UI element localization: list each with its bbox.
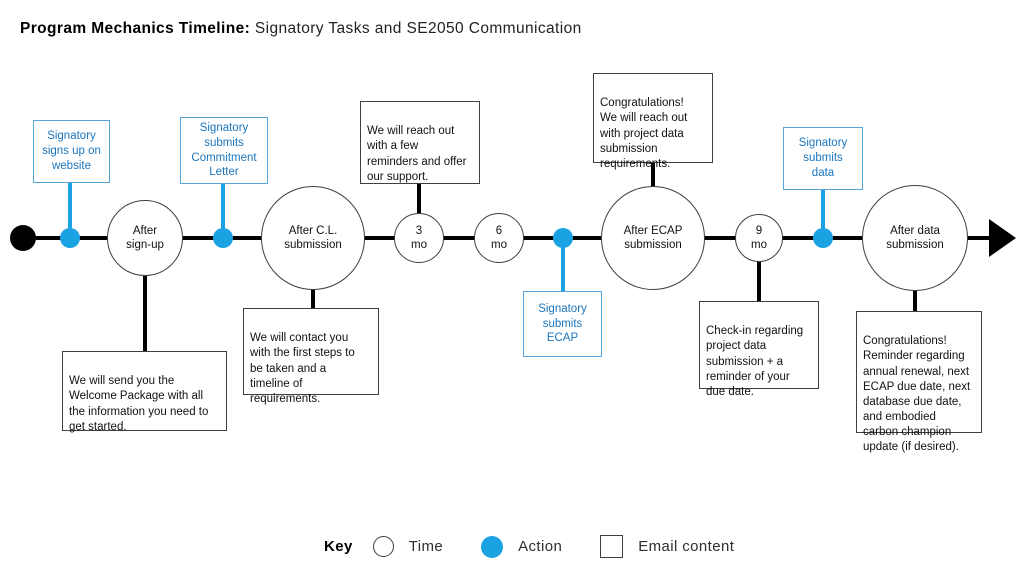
email-box-text: We will send you the Welcome Package wit… <box>69 375 209 433</box>
time-node-after-ecap-submission: After ECAP submission <box>601 186 705 290</box>
legend-time-label: Time <box>408 538 444 555</box>
email-box-welcome-package: We will send you the Welcome Package wit… <box>62 351 227 433</box>
timeline-arrowhead-icon <box>989 219 1016 257</box>
task-box-submits-ecap: Signatory submits ECAP <box>523 291 602 357</box>
task-box-text: Signatory signs up on website <box>42 130 101 172</box>
email-box-text: Congratulations! Reminder regarding annu… <box>863 335 971 454</box>
email-box-ecap-congrats: Congratulations! We will reach out with … <box>593 73 713 170</box>
time-node-label: After ECAP submission <box>623 224 683 251</box>
email-box-text: We will contact you with the first steps… <box>250 332 355 405</box>
connector-welcome-email <box>143 276 147 351</box>
task-box-text: Signatory submits ECAP <box>538 302 587 345</box>
connector-ecap-congrats-email <box>651 162 655 187</box>
task-box-submits-data: Signatory submits data <box>783 127 863 190</box>
time-node-9mo: 9 mo <box>735 214 783 262</box>
action-dot-ecap <box>553 228 573 248</box>
time-node-after-signup: After sign-up <box>107 200 183 276</box>
legend-email-label: Email content <box>638 538 735 555</box>
time-node-after-cl-submission: After C.L. submission <box>261 186 365 290</box>
connector-final-congrats-email <box>913 290 917 311</box>
connector-ecap-task <box>561 238 565 291</box>
action-dot-data <box>813 228 833 248</box>
time-node-label: After sign-up <box>126 224 164 251</box>
task-box-text: Signatory submits Commitment Letter <box>191 121 257 179</box>
task-box-signs-up-on-website: Signatory signs up on website <box>33 120 110 183</box>
email-box-text: Check-in regarding project data submissi… <box>706 325 804 398</box>
email-square-icon <box>600 535 624 558</box>
time-node-6mo: 6 mo <box>474 213 524 263</box>
email-box-checkin: Check-in regarding project data submissi… <box>699 301 819 398</box>
page-title: Program Mechanics Timeline: Signatory Ta… <box>20 20 582 38</box>
email-box-text: Congratulations! We will reach out with … <box>600 97 688 170</box>
connector-firststeps-email <box>311 289 315 308</box>
legend-title: Key <box>324 538 353 555</box>
connector-data-task <box>821 190 825 238</box>
action-dot-commitment <box>213 228 233 248</box>
time-node-label: 6 mo <box>491 224 507 251</box>
email-box-final-congrats: Congratulations! Reminder regarding annu… <box>856 311 982 453</box>
task-box-submits-commitment-letter: Signatory submits Commitment Letter <box>180 117 268 184</box>
title-rest: Signatory Tasks and SE2050 Communication <box>250 20 582 37</box>
time-node-3mo: 3 mo <box>394 213 444 263</box>
legend-action-label: Action <box>518 538 563 555</box>
time-node-label: After C.L. submission <box>284 224 342 251</box>
email-box-first-steps: We will contact you with the first steps… <box>243 308 379 405</box>
time-node-label: 9 mo <box>751 224 767 251</box>
action-dot-signup <box>60 228 80 248</box>
time-node-label: After data submission <box>886 224 944 251</box>
time-node-after-data-submission: After data submission <box>862 185 968 291</box>
connector-signup-task <box>68 183 72 238</box>
connector-commitment-task <box>221 184 225 238</box>
email-box-reminders: We will reach out with a few reminders a… <box>360 101 480 184</box>
action-dot-icon <box>481 535 504 558</box>
connector-reminders-email <box>417 184 421 214</box>
timeline-start-dot <box>10 225 36 251</box>
time-circle-icon <box>372 536 394 557</box>
time-node-label: 3 mo <box>411 224 427 251</box>
title-lead: Program Mechanics Timeline: <box>20 20 251 37</box>
legend: Key Time Action Email content <box>324 535 734 558</box>
email-box-text: We will reach out with a few reminders a… <box>367 125 467 183</box>
connector-checkin-email <box>757 261 761 301</box>
task-box-text: Signatory submits data <box>798 137 848 179</box>
